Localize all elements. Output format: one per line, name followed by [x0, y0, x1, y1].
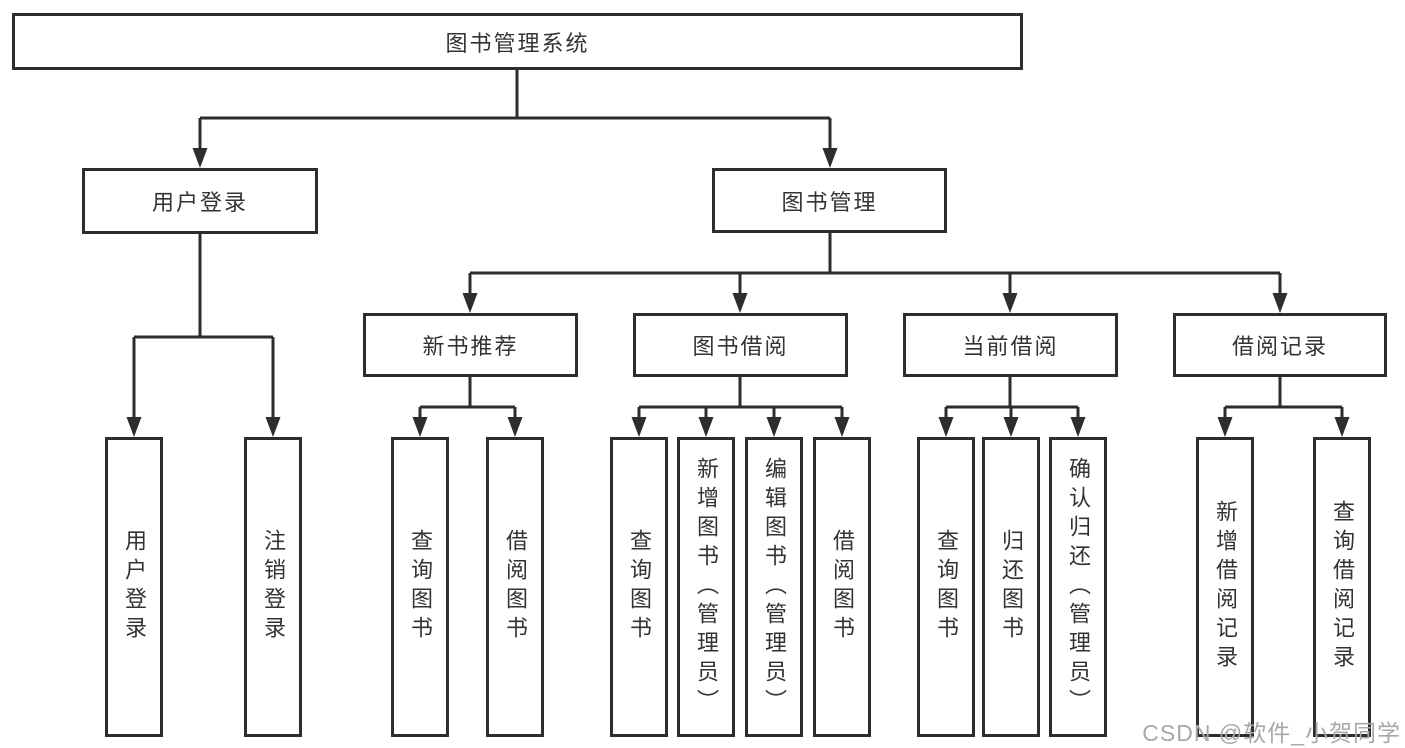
leaf-label: 查询借阅记录 [1330, 500, 1355, 674]
leaf-edit-books-admin: 编辑图书（管理员） [745, 437, 803, 737]
node-user-login: 用户登录 [82, 168, 318, 234]
leaf-user-login: 用户登录 [105, 437, 163, 737]
node-book-management: 图书管理 [712, 168, 947, 233]
node-library-management-system: 图书管理系统 [12, 13, 1023, 70]
leaf-label: 查询图书 [627, 529, 652, 645]
node-book-borrowing: 图书借阅 [633, 313, 848, 377]
leaf-return-books: 归还图书 [982, 437, 1040, 737]
leaf-label: 查询图书 [408, 529, 433, 645]
edge-current-to-leaves [944, 377, 1080, 419]
leaf-label: 查询图书 [934, 529, 959, 645]
node-label: 用户登录 [151, 190, 248, 215]
node-label: 当前借阅 [962, 334, 1059, 359]
leaf-query-books-current: 查询图书 [917, 437, 975, 737]
leaf-query-books-recommend: 查询图书 [391, 437, 449, 737]
node-borrow-records: 借阅记录 [1173, 313, 1387, 377]
edge-book-mgmt-to-groups [468, 233, 1282, 295]
node-label: 图书管理 [781, 189, 878, 215]
node-new-book-recommend: 新书推荐 [363, 313, 578, 377]
leaf-label: 新增图书（管理员） [694, 456, 719, 718]
leaf-query-books-borrowing: 查询图书 [610, 437, 668, 737]
edge-records-to-leaves [1223, 377, 1344, 419]
leaf-query-borrow-record: 查询借阅记录 [1313, 437, 1371, 737]
leaf-label: 归还图书 [999, 529, 1024, 645]
leaf-label: 新增借阅记录 [1213, 500, 1238, 674]
edge-root-to-level2 [198, 70, 832, 150]
csdn-watermark: CSDN @软件_小贺同学 [1142, 720, 1401, 746]
leaf-confirm-return-admin: 确认归还（管理员） [1049, 437, 1107, 737]
leaf-borrow-books-recommend: 借阅图书 [486, 437, 544, 737]
leaf-label: 注销登录 [261, 529, 286, 645]
edge-newbook-to-leaves [418, 377, 517, 419]
node-label: 借阅记录 [1231, 334, 1328, 359]
leaf-add-borrow-record: 新增借阅记录 [1196, 437, 1254, 737]
leaf-borrow-books: 借阅图书 [813, 437, 871, 737]
node-label: 图书借阅 [692, 334, 789, 359]
leaf-logout: 注销登录 [244, 437, 302, 737]
leaf-label: 用户登录 [122, 529, 147, 645]
node-label: 新书推荐 [422, 334, 519, 359]
edge-borrow-to-leaves [637, 377, 844, 419]
leaf-label: 确认归还（管理员） [1066, 456, 1091, 718]
leaf-label: 编辑图书（管理员） [762, 456, 787, 718]
edge-user-login-to-leaves [132, 234, 275, 419]
leaf-label: 借阅图书 [503, 529, 528, 645]
node-current-borrowing: 当前借阅 [903, 313, 1118, 377]
leaf-label: 借阅图书 [830, 529, 855, 645]
arrowheads [126, 148, 1350, 437]
node-label: 图书管理系统 [445, 30, 590, 56]
leaf-add-books-admin: 新增图书（管理员） [677, 437, 735, 737]
